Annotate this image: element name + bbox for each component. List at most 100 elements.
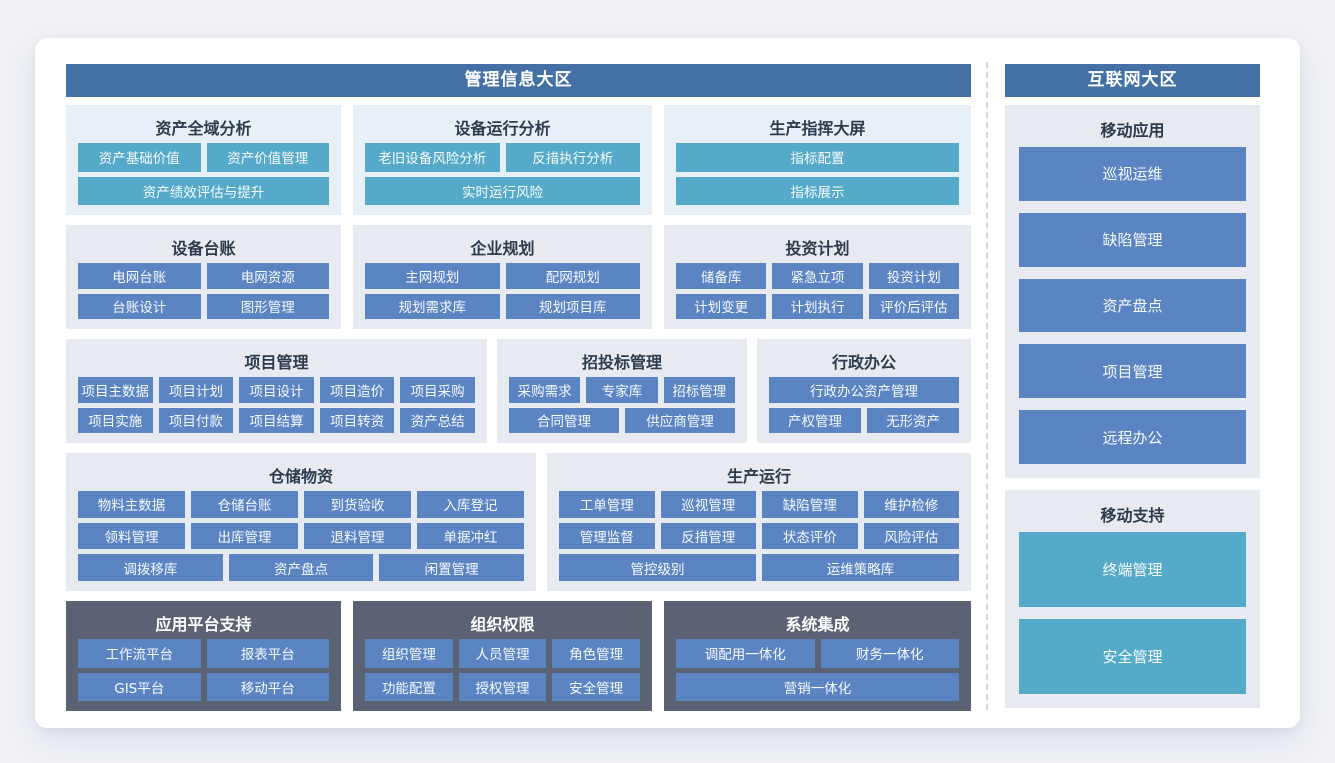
module-button[interactable]: 领料管理 (78, 522, 185, 550)
section-button-rows: 调配用一体化财务一体化营销一体化 (676, 639, 959, 701)
button-row: 合同管理供应商管理 (509, 407, 735, 433)
module-button[interactable]: 工作流平台 (78, 639, 201, 668)
module-button[interactable]: 指标配置 (676, 143, 959, 172)
module-button[interactable]: 图形管理 (206, 293, 329, 319)
module-button[interactable]: 财务一体化 (820, 639, 959, 668)
button-row: 储备库紧急立项投资计划 (676, 263, 959, 289)
module-button[interactable]: 巡视运维 (1019, 147, 1246, 201)
module-button[interactable]: 项目付款 (158, 407, 234, 433)
module-button[interactable]: 招标管理 (663, 377, 735, 403)
module-button[interactable]: 移动平台 (206, 672, 329, 701)
module-button[interactable]: GIS平台 (78, 672, 201, 701)
module-button[interactable]: 合同管理 (509, 407, 619, 433)
module-button[interactable]: 运维策略库 (762, 554, 959, 582)
module-button[interactable]: 规划需求库 (365, 293, 500, 319)
module-button[interactable]: 项目转资 (319, 407, 395, 433)
module-button[interactable]: 管理监督 (559, 522, 655, 550)
module-button[interactable]: 退料管理 (304, 522, 411, 550)
module-button[interactable]: 人员管理 (458, 639, 547, 668)
module-button[interactable]: 项目管理 (1019, 344, 1246, 399)
module-button[interactable]: 授权管理 (458, 672, 547, 701)
module-button[interactable]: 项目结算 (239, 407, 314, 433)
module-button[interactable]: 仓储台账 (191, 491, 298, 518)
module-button[interactable]: 资产盘点 (228, 554, 374, 582)
module-button[interactable]: 终端管理 (1019, 532, 1246, 607)
module-button[interactable]: 无形资产 (867, 407, 959, 433)
module-button[interactable]: 缺陷管理 (762, 491, 858, 518)
module-button[interactable]: 计划执行 (772, 293, 863, 319)
module-button[interactable]: 出库管理 (191, 522, 298, 550)
module-button[interactable]: 功能配置 (365, 672, 453, 701)
module-button[interactable]: 营销一体化 (676, 672, 959, 701)
architecture-card: 管理信息大区 资产全域分析资产基础价值资产价值管理资产绩效评估与提升设备运行分析… (35, 38, 1300, 728)
module-button[interactable]: 储备库 (676, 263, 767, 289)
module-button[interactable]: 管控级别 (559, 554, 756, 582)
section-title: 生产运行 (726, 467, 791, 486)
module-button[interactable]: 状态评价 (762, 522, 858, 550)
module-button[interactable]: 指标展示 (676, 176, 959, 205)
button-row: 物料主数据仓储台账到货验收入库登记 (78, 491, 524, 518)
section-button-rows: 老旧设备风险分析反措执行分析实时运行风险 (365, 143, 640, 205)
module-button[interactable]: 电网台账 (78, 263, 201, 289)
module-button[interactable]: 入库登记 (417, 491, 524, 518)
section-button-rows: 主网规划配网规划规划需求库规划项目库 (365, 263, 640, 319)
module-button[interactable]: 行政办公资产管理 (769, 377, 959, 403)
module-button[interactable]: 资产价值管理 (206, 143, 329, 172)
module-button[interactable]: 项目采购 (400, 377, 475, 403)
module-button[interactable]: 专家库 (586, 377, 658, 403)
module-button[interactable]: 主网规划 (365, 263, 500, 289)
module-button[interactable]: 资产总结 (400, 407, 475, 433)
module-button[interactable]: 风险评估 (863, 522, 959, 550)
module-button[interactable]: 远程办公 (1019, 410, 1246, 464)
module-button[interactable]: 调拨移库 (78, 554, 223, 582)
module-button[interactable]: 巡视管理 (660, 491, 756, 518)
module-button[interactable]: 安全管理 (1019, 619, 1246, 694)
module-button[interactable]: 项目造价 (319, 377, 395, 403)
module-button[interactable]: 资产盘点 (1019, 278, 1246, 333)
module-button[interactable]: 紧急立项 (772, 263, 863, 289)
module-button[interactable]: 安全管理 (552, 672, 641, 701)
module-button[interactable]: 投资计划 (868, 263, 959, 289)
module-button[interactable]: 规划项目库 (505, 293, 640, 319)
module-button[interactable]: 项目计划 (158, 377, 234, 403)
module-button[interactable]: 资产绩效评估与提升 (78, 176, 329, 205)
section-title: 系统集成 (785, 615, 850, 634)
section-button-rows: 采购需求专家库招标管理合同管理供应商管理 (509, 377, 735, 433)
module-button[interactable]: 单据冲红 (417, 522, 524, 550)
module-button[interactable]: 维护检修 (863, 491, 959, 518)
module-button[interactable]: 计划变更 (676, 293, 767, 319)
module-button[interactable]: 台账设计 (78, 293, 201, 319)
module-button[interactable]: 实时运行风险 (365, 176, 640, 205)
section-button-rows: 储备库紧急立项投资计划计划变更计划执行评价后评估 (676, 263, 959, 319)
module-button[interactable]: 角色管理 (552, 639, 641, 668)
panel-title: 移动支持 (1100, 506, 1165, 525)
module-button[interactable]: 物料主数据 (78, 491, 185, 518)
module-section: 系统集成调配用一体化财务一体化营销一体化 (664, 601, 971, 711)
module-button[interactable]: 工单管理 (559, 491, 655, 518)
module-button[interactable]: 组织管理 (365, 639, 453, 668)
button-row: 领料管理出库管理退料管理单据冲红 (78, 522, 524, 550)
module-button[interactable]: 产权管理 (769, 407, 861, 433)
module-button[interactable]: 反措管理 (660, 522, 756, 550)
module-button[interactable]: 电网资源 (206, 263, 329, 289)
module-button[interactable]: 项目设计 (239, 377, 314, 403)
section-button-rows: 组织管理人员管理角色管理功能配置授权管理安全管理 (365, 639, 641, 701)
module-button[interactable]: 缺陷管理 (1019, 212, 1246, 267)
internet-zone: 互联网大区 移动应用巡视运维缺陷管理资产盘点项目管理远程办公移动支持终端管理安全… (1005, 64, 1260, 708)
button-row: 工作流平台报表平台 (78, 639, 329, 668)
button-row: 电网台账电网资源 (78, 263, 329, 289)
button-row: 工单管理巡视管理缺陷管理维护检修 (559, 491, 959, 518)
module-button[interactable]: 反措执行分析 (505, 143, 640, 172)
module-button[interactable]: 采购需求 (509, 377, 581, 403)
module-button[interactable]: 老旧设备风险分析 (365, 143, 500, 172)
module-button[interactable]: 供应商管理 (625, 407, 735, 433)
module-button[interactable]: 调配用一体化 (676, 639, 815, 668)
module-button[interactable]: 报表平台 (206, 639, 329, 668)
module-button[interactable]: 闲置管理 (379, 554, 525, 582)
module-button[interactable]: 项目实施 (78, 407, 153, 433)
module-button[interactable]: 到货验收 (304, 491, 411, 518)
module-button[interactable]: 配网规划 (505, 263, 640, 289)
module-button[interactable]: 评价后评估 (868, 293, 959, 319)
module-button[interactable]: 资产基础价值 (78, 143, 201, 172)
module-button[interactable]: 项目主数据 (78, 377, 153, 403)
